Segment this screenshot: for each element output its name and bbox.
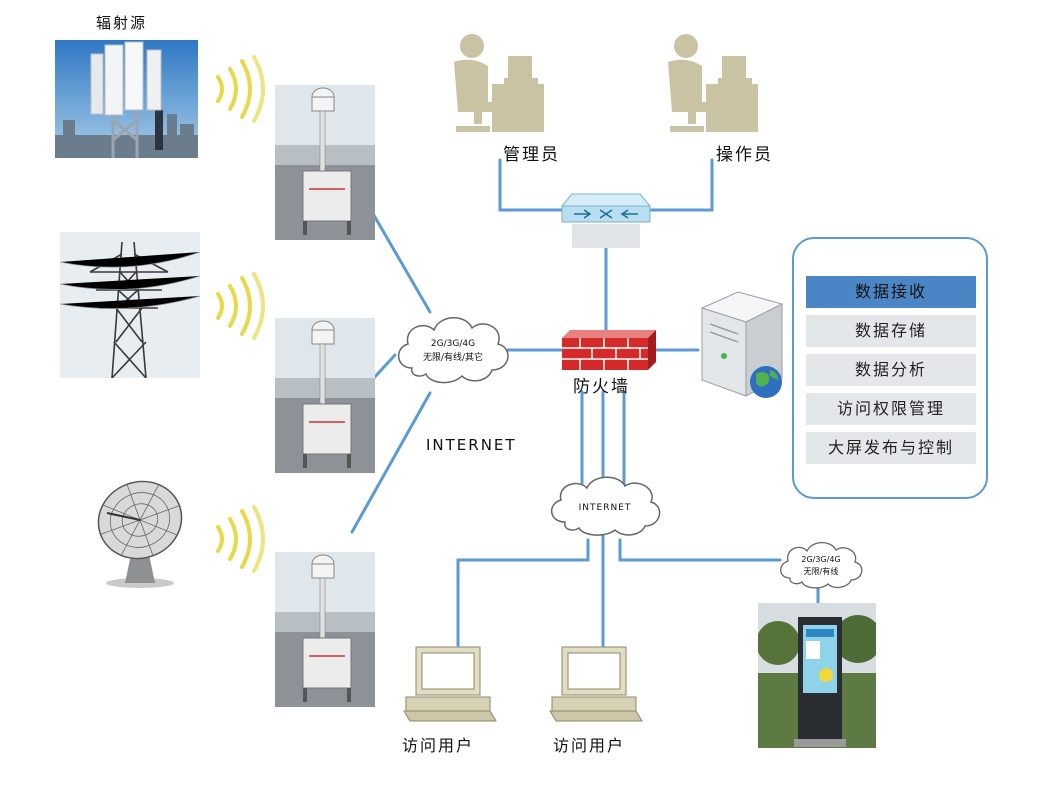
- kiosk-cloud-line1: 2G/3G/4G: [801, 555, 840, 564]
- admin-label: 管理员: [503, 145, 560, 165]
- power-tower-icon: [60, 232, 200, 378]
- wireless-cloud-line1: 2G/3G/4G: [431, 339, 475, 349]
- server-globe-icon: [700, 291, 784, 398]
- operator-person-icon: [668, 34, 758, 132]
- signal-wave-icon: [216, 505, 265, 573]
- signal-wave-icon: [216, 272, 265, 340]
- monitor-station-icon: [275, 318, 375, 473]
- link-admin-switch: [498, 158, 564, 212]
- network-switch-icon: [560, 193, 652, 248]
- func-screen-publish[interactable]: 大屏发布与控制: [806, 432, 976, 464]
- signal-wave-icon: [216, 55, 265, 123]
- kiosk-cloud: 2G/3G/4G 无限/有线: [780, 541, 863, 589]
- firewall-label: 防火墙: [573, 377, 630, 397]
- func-data-analysis[interactable]: 数据分析: [806, 354, 976, 386]
- internet-cloud: INTERNET: [551, 476, 661, 536]
- radar-dish-icon: [97, 480, 183, 588]
- wireless-cloud-line2: 无限/有线/其它: [423, 351, 483, 363]
- sources-title: 辐射源: [96, 14, 148, 32]
- func-data-storage[interactable]: 数据存储: [806, 315, 976, 347]
- internet-label: INTERNET: [426, 436, 517, 454]
- func-access-control[interactable]: 访问权限管理: [806, 393, 976, 425]
- kiosk-cloud-line2: 无限/有线: [804, 566, 839, 576]
- link-station3-cloud: [350, 391, 432, 534]
- link-internet-kiosk: [618, 538, 782, 562]
- link-station2-cloud: [370, 353, 397, 382]
- wireless-cloud: 2G/3G/4G 无限/有线/其它: [398, 317, 509, 384]
- client-user1-label: 访问用户: [402, 736, 475, 755]
- monitor-station-icon: [275, 552, 375, 707]
- link-station1-cloud: [370, 210, 432, 314]
- cell-tower-icon: [55, 40, 198, 158]
- operator-label: 操作员: [716, 145, 773, 165]
- client-pc-icon: [549, 646, 643, 722]
- link-operator-switch: [648, 158, 714, 212]
- internet-cloud-label: INTERNET: [579, 503, 632, 513]
- link-internet-user1: [456, 538, 590, 647]
- client-pc-icon: [403, 646, 497, 722]
- function-panel: 数据接收 数据存储 数据分析 访问权限管理 大屏发布与控制: [792, 237, 988, 499]
- outdoor-display-kiosk-icon: [758, 603, 876, 748]
- monitor-station-icon: [275, 85, 375, 240]
- firewall-icon: [562, 330, 656, 370]
- client-user2-label: 访问用户: [553, 736, 626, 755]
- admin-person-icon: [454, 34, 544, 132]
- func-data-receive[interactable]: 数据接收: [806, 276, 976, 308]
